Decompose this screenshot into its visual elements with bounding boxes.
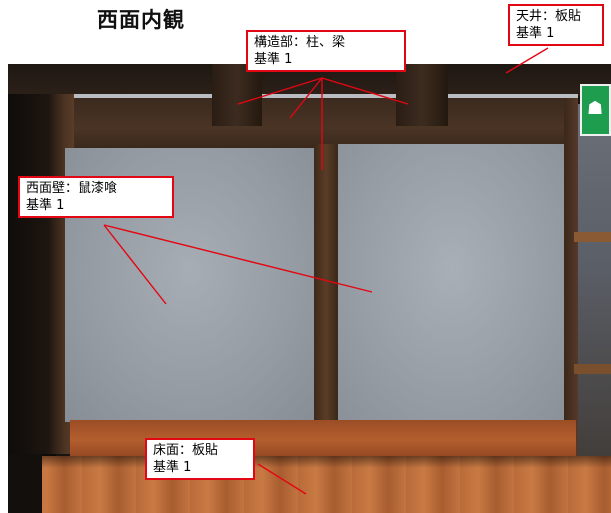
ceiling-strip — [58, 94, 578, 98]
exit-sign: ☗ — [580, 84, 611, 136]
leader-wall-left — [103, 224, 167, 305]
right-shelf — [574, 232, 611, 242]
rafter-left — [212, 64, 262, 126]
leader-floor — [257, 463, 307, 495]
callout-floor-title: 床面：板貼 — [153, 443, 219, 458]
callout-ceiling-standard: 基準 1 — [516, 26, 555, 41]
callout-west-wall: 西面壁：鼠漆喰 基準 1 — [18, 176, 174, 218]
right-shelf-lower — [574, 364, 611, 374]
callout-structure: 構造部：柱、梁 基準 1 — [246, 30, 406, 72]
exit-sign-icon: ☗ — [587, 98, 604, 119]
callout-floor-standard: 基準 1 — [153, 460, 192, 475]
center-post — [314, 144, 338, 424]
callout-structure-title: 構造部：柱、梁 — [254, 35, 346, 50]
leader-wall-right — [103, 224, 373, 293]
leader-structure-rafter-right — [321, 77, 409, 105]
leader-structure-rafter-left — [237, 77, 323, 105]
left-floor-dark — [8, 454, 42, 513]
callout-west-wall-standard: 基準 1 — [26, 198, 65, 213]
leader-structure-beam — [289, 77, 323, 119]
floor-boards — [28, 456, 611, 513]
right-wall — [578, 104, 611, 513]
callout-structure-standard: 基準 1 — [254, 52, 293, 67]
callout-floor: 床面：板貼 基準 1 — [145, 438, 255, 480]
page-title: 西面内観 — [97, 8, 185, 32]
plaster-panel-right — [336, 144, 568, 422]
leader-ceiling — [505, 47, 549, 74]
upper-beam — [56, 98, 576, 148]
callout-ceiling: 天井：板貼 基準 1 — [508, 4, 604, 46]
rafter-right — [396, 64, 448, 126]
left-post — [8, 94, 74, 454]
callout-west-wall-title: 西面壁：鼠漆喰 — [26, 181, 118, 196]
callout-ceiling-title: 天井：板貼 — [516, 9, 582, 24]
